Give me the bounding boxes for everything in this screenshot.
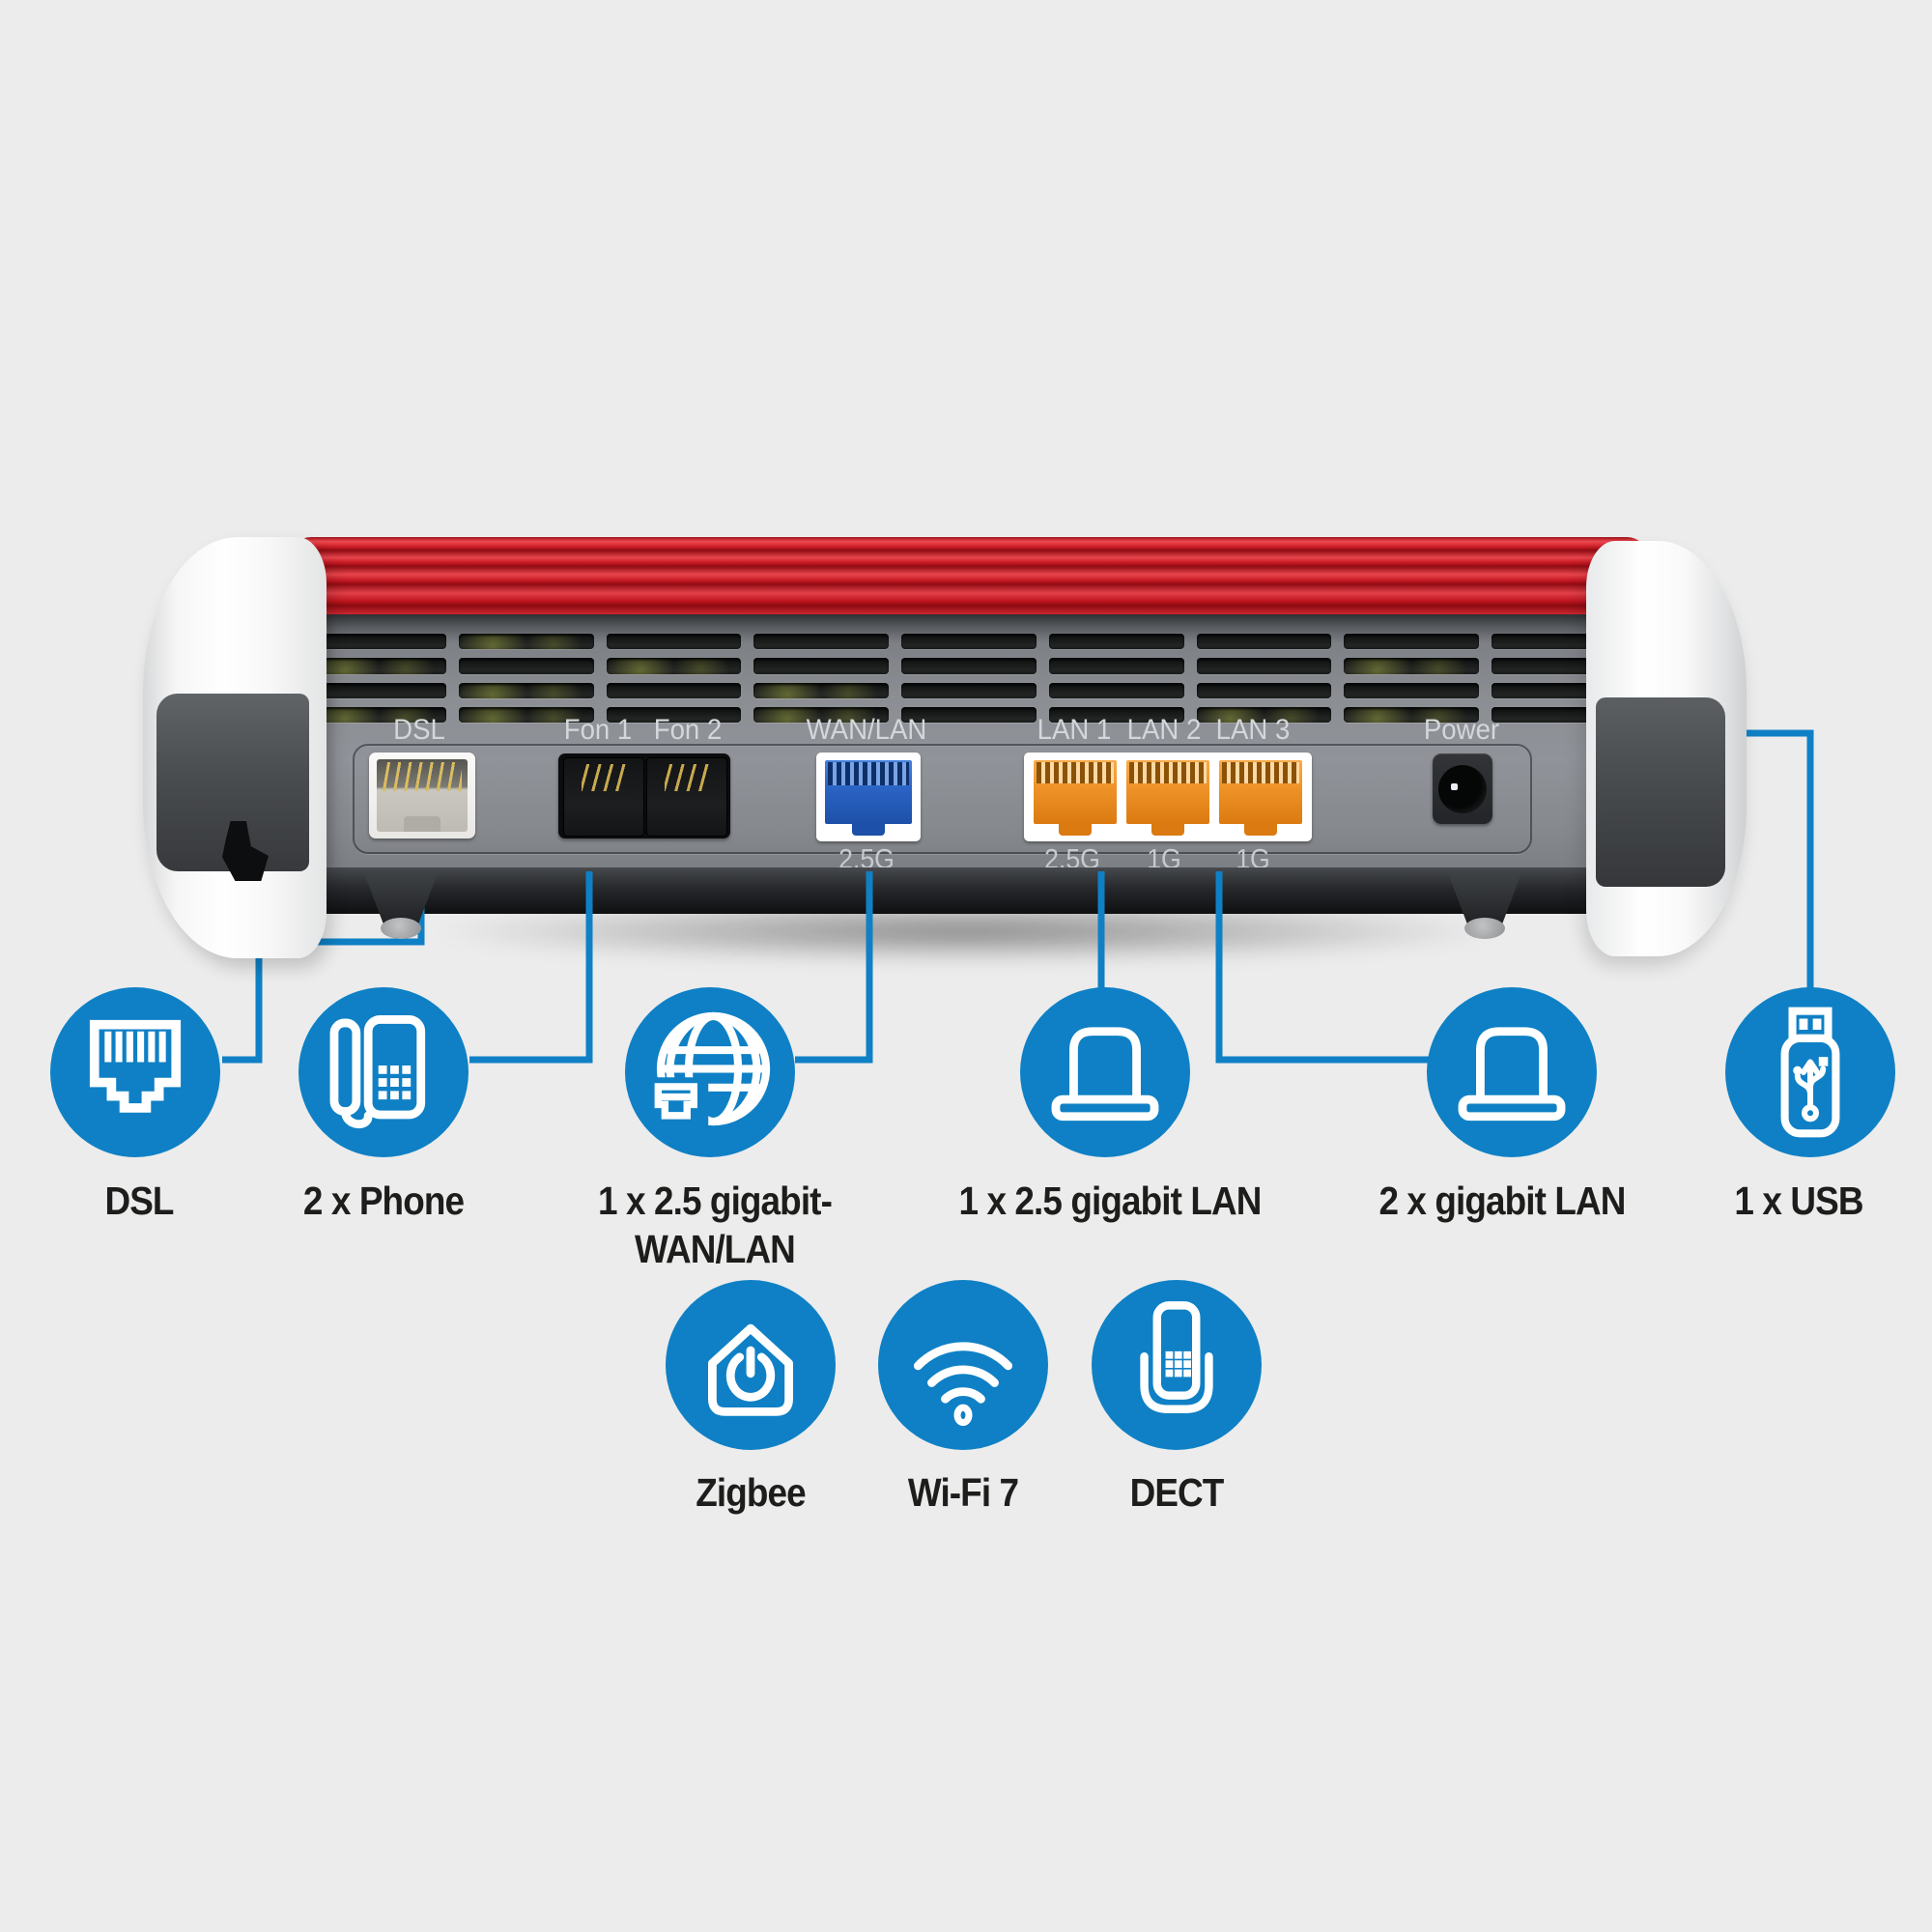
feature-circle-wifi bbox=[878, 1280, 1048, 1450]
feature-label-phone: 2 x Phone bbox=[302, 1179, 465, 1223]
feature-circle-usb bbox=[1725, 987, 1895, 1157]
port-label-fon1: Fon 1 bbox=[563, 714, 633, 746]
feature-label-lan1g: 2 x gigabit LAN bbox=[1378, 1179, 1626, 1223]
usb-stick-icon bbox=[1780, 1007, 1840, 1138]
port-label-power: Power bbox=[1423, 714, 1500, 746]
lan23-line bbox=[1215, 871, 1430, 1064]
wan-lan-port bbox=[816, 753, 921, 841]
router-underside bbox=[290, 867, 1648, 914]
wan-line bbox=[795, 871, 873, 1064]
lan3-port bbox=[1219, 760, 1302, 824]
smart-home-power-icon bbox=[708, 1323, 793, 1416]
feature-label-usb: 1 x USB bbox=[1734, 1179, 1863, 1223]
port-label-lan1: LAN 1 bbox=[1037, 714, 1112, 746]
dect-handset-icon bbox=[1140, 1301, 1213, 1413]
desk-phone-icon bbox=[329, 1015, 426, 1128]
router-red-top bbox=[290, 537, 1648, 626]
port-label-wanlan: WAN/LAN bbox=[806, 714, 927, 746]
feature-circle-dsl bbox=[50, 987, 220, 1157]
port-recess-band bbox=[353, 744, 1532, 854]
lan2-port bbox=[1126, 760, 1209, 824]
feature-circle-lan25g bbox=[1020, 987, 1190, 1157]
lan1-port bbox=[1034, 760, 1117, 824]
feature-label-wifi7: Wi-Fi 7 bbox=[907, 1470, 1019, 1515]
phone-line bbox=[469, 871, 593, 1064]
power-port bbox=[1433, 753, 1492, 824]
feature-circle-lan1g bbox=[1427, 987, 1597, 1157]
feature-label-dsl: DSL bbox=[104, 1179, 174, 1223]
rj45-jack-icon bbox=[89, 1019, 182, 1113]
feature-label-wanlan-line1: 1 x 2.5 gigabit- bbox=[598, 1179, 833, 1223]
feature-circle-zigbee bbox=[666, 1280, 836, 1450]
dsl-port bbox=[369, 753, 475, 838]
feature-circle-phone bbox=[298, 987, 469, 1157]
wifi-icon bbox=[913, 1342, 1013, 1427]
router-foot-right-tip bbox=[1464, 918, 1505, 939]
laptop-icon bbox=[1051, 1027, 1159, 1122]
fon1-port bbox=[563, 757, 644, 837]
usb-line bbox=[1729, 729, 1814, 1000]
port-label-lan3: LAN 3 bbox=[1215, 714, 1291, 746]
feature-label-dect: DECT bbox=[1129, 1470, 1225, 1515]
feature-label-wanlan: 1 x 2.5 gigabit- WAN/LAN bbox=[515, 1177, 915, 1273]
feature-circle-wanlan bbox=[625, 987, 795, 1157]
feature-label-wanlan-line2: WAN/LAN bbox=[635, 1227, 796, 1271]
router-foot-left-tip bbox=[381, 918, 421, 939]
globe-ethernet-icon bbox=[646, 1011, 771, 1129]
port-label-lan2: LAN 2 bbox=[1126, 714, 1202, 746]
lan-port-panel bbox=[1024, 753, 1312, 841]
laptop-icon bbox=[1458, 1027, 1566, 1122]
fon2-port bbox=[646, 757, 727, 837]
feature-circle-dect bbox=[1092, 1280, 1262, 1450]
fon-port-panel bbox=[558, 753, 730, 838]
end-cap-right-panel bbox=[1596, 697, 1725, 887]
port-label-fon2: Fon 2 bbox=[653, 714, 723, 746]
feature-label-zigbee: Zigbee bbox=[696, 1470, 806, 1515]
feature-label-lan25g: 1 x 2.5 gigabit LAN bbox=[958, 1179, 1262, 1223]
port-label-dsl: DSL bbox=[393, 714, 445, 746]
